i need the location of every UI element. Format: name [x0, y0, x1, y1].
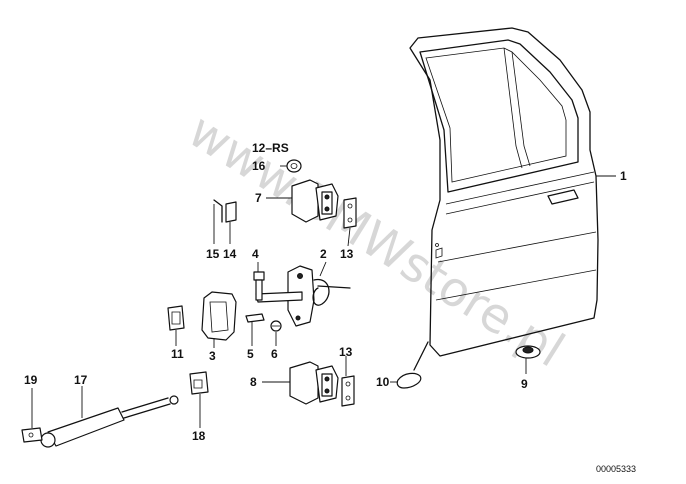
- callout-14: 14: [223, 247, 237, 261]
- callout-13-lower: 13: [339, 345, 353, 359]
- upper-shim-plate-part: [343, 197, 357, 229]
- gas-spring-part: [40, 395, 179, 448]
- callout-5: 5: [247, 347, 254, 361]
- callout-2: 2: [320, 247, 327, 261]
- callout-labels: 1 2 3 4 5 6 7 8 9 10 11 12–RS 13 13 14 1…: [24, 141, 627, 443]
- leader-lines: [31, 165, 616, 428]
- clip-part: [213, 199, 237, 223]
- rear-door-part: [409, 27, 599, 357]
- lower-shim-plate-part: [341, 375, 355, 407]
- callout-19: 19: [24, 373, 38, 387]
- callout-4: 4: [252, 247, 259, 261]
- screw-part: [270, 320, 282, 332]
- lower-hinge-part: [289, 361, 339, 405]
- inner-handle-bezel-part: [201, 291, 237, 341]
- callout-12: 12–RS: [252, 141, 289, 155]
- callout-7: 7: [255, 191, 262, 205]
- diagram-reference-number: 00005333: [596, 464, 636, 474]
- callout-17: 17: [74, 373, 88, 387]
- callout-18: 18: [192, 429, 206, 443]
- bolt-part: [253, 271, 265, 301]
- callout-3: 3: [209, 349, 216, 363]
- stopper-part: [189, 371, 209, 395]
- bushing-part: [286, 159, 302, 173]
- callout-9: 9: [521, 377, 528, 391]
- grommet-part: [515, 345, 541, 359]
- callout-11: 11: [171, 347, 184, 361]
- callout-6: 6: [271, 347, 278, 361]
- callout-8: 8: [250, 375, 257, 389]
- door-check-part: [245, 265, 351, 327]
- bracket-part: [21, 427, 43, 443]
- callout-16: 16: [252, 159, 266, 173]
- callout-13-upper: 13: [340, 247, 354, 261]
- upper-hinge-part: [291, 179, 339, 223]
- callout-15: 15: [206, 247, 220, 261]
- plug-part: [396, 341, 429, 389]
- trim-clip-part: [167, 305, 185, 331]
- callout-1: 1: [620, 169, 627, 183]
- callout-10: 10: [376, 375, 390, 389]
